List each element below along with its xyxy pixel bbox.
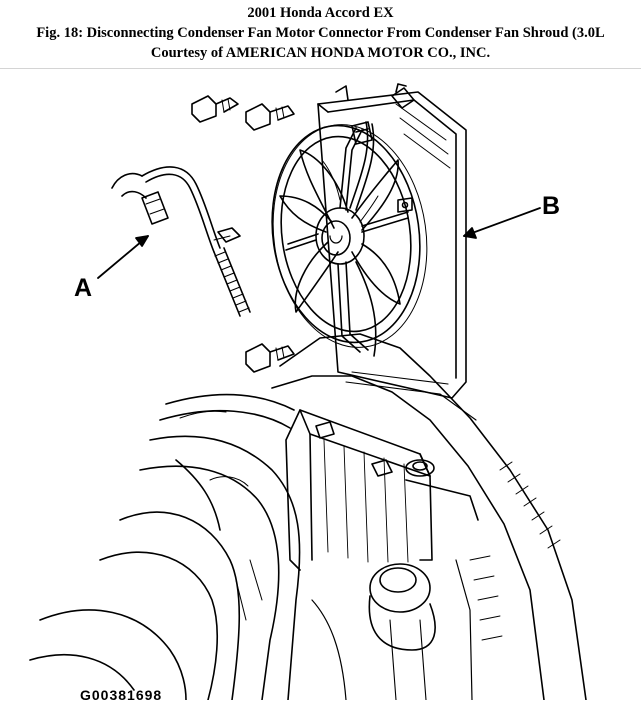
fan-motor xyxy=(285,121,409,357)
figure-courtesy: Courtesy of AMERICAN HONDA MOTOR CO., IN… xyxy=(150,45,491,61)
fan-harness xyxy=(111,166,251,317)
callout-a-label: A xyxy=(74,274,93,302)
condenser-fan-illustration xyxy=(29,83,587,700)
figure-header: 2001 Honda Accord EX Fig. 18: Disconnect… xyxy=(0,0,641,63)
figure-caption: Fig. 18: Disconnecting Condenser Fan Mot… xyxy=(36,25,605,41)
header-divider xyxy=(0,68,641,69)
callout-arrows xyxy=(97,207,541,279)
vehicle-title: 2001 Honda Accord EX xyxy=(247,5,394,21)
shroud-connector xyxy=(335,83,415,213)
figure-id: G00381698 xyxy=(80,687,163,703)
shroud-panel xyxy=(317,91,467,399)
fan-blades xyxy=(279,149,401,313)
callout-b-label: B xyxy=(542,192,561,220)
mounting-bolts xyxy=(191,95,295,373)
radiator-support xyxy=(29,333,587,700)
